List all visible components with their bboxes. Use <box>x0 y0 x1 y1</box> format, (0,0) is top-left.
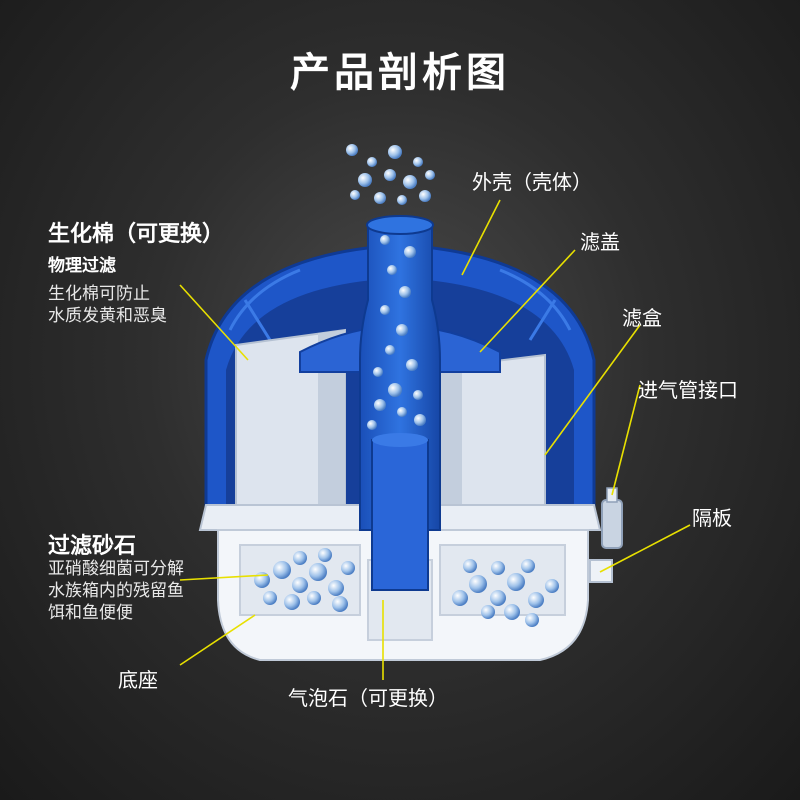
label-lid: 滤盖 <box>580 230 620 254</box>
label-box: 滤盒 <box>622 306 662 330</box>
label-cotton-sub: 物理过滤 <box>48 256 116 276</box>
label-partition: 隔板 <box>692 506 732 530</box>
bubbles <box>346 144 435 430</box>
cotton-desc-line-2: 水质发黄和恶臭 <box>48 306 167 326</box>
pointer-lines <box>179 199 691 680</box>
page-title: 产品剖析图 <box>290 50 510 96</box>
cotton-desc-line-1: 生化棉可防止 <box>48 284 150 304</box>
sand-desc-line-1: 亚硝酸细菌可分解 <box>48 559 184 579</box>
filter-gravel <box>254 548 559 627</box>
label-shell: 外壳（壳体） <box>472 170 592 194</box>
label-base: 底座 <box>118 668 158 692</box>
label-air-inlet: 进气管接口 <box>638 378 738 402</box>
shell-ribs <box>228 268 572 341</box>
cotton-desc: 生化棉可防止 水质发黄和恶臭 <box>48 283 167 327</box>
airstone-column <box>371 439 429 591</box>
label-airstone: 气泡石（可更换） <box>288 686 448 710</box>
sand-desc-line-2: 水族箱内的残留鱼 <box>48 581 184 601</box>
sand-desc-line-3: 饵和鱼便便 <box>48 603 133 623</box>
air-inlet-connector <box>601 487 623 549</box>
sand-desc: 亚硝酸细菌可分解 水族箱内的残留鱼 饵和鱼便便 <box>48 558 184 624</box>
label-cotton: 生化棉（可更换） <box>48 222 225 247</box>
label-sand: 过滤砂石 <box>48 534 137 559</box>
